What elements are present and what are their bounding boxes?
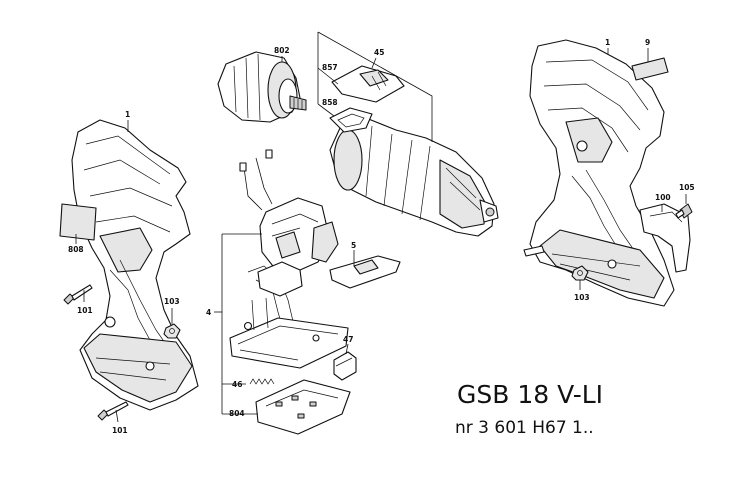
label-808-part	[59, 203, 97, 241]
callout-labels: 1 808 101 103 101 802 857 45 858 4 5 47 …	[68, 38, 695, 435]
motor-802-part	[217, 51, 307, 123]
housing-right-part	[523, 39, 675, 307]
housing-left-part	[71, 119, 199, 411]
selector-45-part	[331, 65, 405, 103]
callout-103-left: 103	[164, 297, 180, 306]
callout-4: 4	[206, 308, 211, 317]
part-number: nr 3 601 H67 1..	[455, 418, 594, 438]
belt-clip-100-part	[639, 203, 691, 273]
callout-105: 105	[679, 183, 695, 192]
bracket-4-group	[214, 233, 262, 415]
callout-45: 45	[374, 48, 384, 57]
callout-1-right: 1	[605, 38, 610, 47]
callout-804: 804	[229, 409, 245, 418]
callout-101-bottom: 101	[112, 426, 128, 435]
callout-46: 46	[232, 380, 242, 389]
nut-103-right-part	[571, 265, 589, 281]
callout-101-top: 101	[77, 306, 93, 315]
callout-1-left: 1	[125, 110, 130, 119]
callout-103-right: 103	[574, 293, 590, 302]
callout-100: 100	[655, 193, 671, 202]
board-804-part	[255, 379, 351, 435]
leader-lines	[75, 48, 687, 423]
screw-101-bottom-part	[97, 401, 129, 421]
screw-105-part	[675, 203, 693, 219]
label-9-part	[631, 57, 669, 81]
screw-101-top-part	[63, 284, 93, 305]
model-title: GSB 18 V-LI	[457, 380, 604, 409]
callout-857: 857	[322, 63, 338, 72]
gearbox-chuck-part	[329, 117, 499, 237]
switch-assembly-part	[229, 149, 349, 369]
callout-808: 808	[68, 245, 84, 254]
callout-9: 9	[645, 38, 650, 47]
bracket-45-group	[317, 31, 433, 142]
nut-103-left-part	[163, 323, 181, 339]
callout-47: 47	[343, 335, 353, 344]
spring-46-part	[249, 378, 275, 385]
contact-47-part	[333, 351, 357, 381]
callout-5: 5	[351, 241, 356, 250]
callout-802: 802	[274, 46, 290, 55]
slider-5-part	[329, 255, 401, 289]
callout-858: 858	[322, 98, 338, 107]
gasket-858-part	[329, 107, 373, 133]
